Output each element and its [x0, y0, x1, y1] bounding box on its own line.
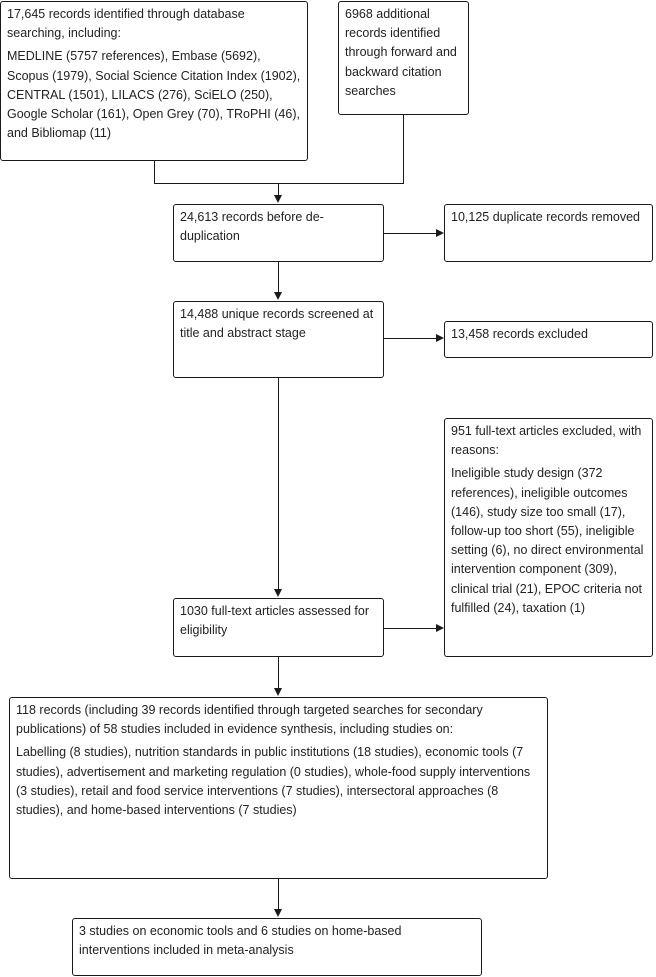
database-search-sources: MEDLINE (5757 references), Embase (5692)… [7, 49, 301, 141]
arrow-down-icon [274, 195, 282, 203]
connector-line [278, 261, 279, 293]
duplicates-removed-text: 10,125 duplicate records removed [451, 210, 641, 224]
fulltext-excluded-box: 951 full-text articles excluded, with re… [444, 418, 653, 657]
unique-records-screened-box: 14,488 unique records screened at title … [173, 301, 384, 378]
included-synthesis-categories: Labelling (8 studies), nutrition standar… [16, 745, 531, 818]
included-synthesis-box: 118 records (including 39 records identi… [9, 697, 548, 879]
connector-line [383, 338, 437, 339]
additional-records-box: 6968 additional records identified throu… [338, 1, 469, 115]
fulltext-excluded-reasons: Ineligible study design (372 references)… [451, 466, 644, 615]
meta-analysis-text: 3 studies on economic tools and 6 studie… [79, 924, 402, 958]
connector-line [278, 183, 279, 196]
fulltext-assessed-box: 1030 full-text articles assessed for eli… [173, 598, 384, 657]
arrow-down-icon [274, 909, 282, 917]
connector-line [278, 377, 279, 590]
connector-line [403, 114, 404, 184]
connector-line [278, 878, 279, 910]
database-search-box: 17,645 records identified through databa… [0, 1, 308, 161]
records-excluded-box: 13,458 records excluded [444, 321, 653, 358]
records-excluded-text: 13,458 records excluded [451, 327, 588, 341]
additional-records-text: 6968 additional records identified throu… [345, 7, 457, 98]
arrow-right-icon [436, 229, 444, 237]
arrow-right-icon [436, 334, 444, 342]
arrow-down-icon [274, 589, 282, 597]
duplicates-removed-box: 10,125 duplicate records removed [444, 204, 653, 262]
arrow-down-icon [274, 688, 282, 696]
records-before-dedup-text: 24,613 records before de-duplication [180, 210, 324, 244]
records-before-dedup-box: 24,613 records before de-duplication [173, 204, 384, 262]
connector-line [154, 183, 404, 184]
database-search-heading: 17,645 records identified through databa… [7, 7, 245, 41]
included-synthesis-heading: 118 records (including 39 records identi… [16, 703, 483, 737]
fulltext-assessed-text: 1030 full-text articles assessed for eli… [180, 604, 369, 638]
connector-line [278, 656, 279, 689]
connector-line [154, 160, 155, 184]
meta-analysis-box: 3 studies on economic tools and 6 studie… [72, 918, 482, 976]
arrow-right-icon [436, 624, 444, 632]
arrow-down-icon [274, 292, 282, 300]
fulltext-excluded-heading: 951 full-text articles excluded, with re… [451, 424, 642, 458]
unique-records-screened-text: 14,488 unique records screened at title … [180, 307, 374, 341]
connector-line [383, 233, 437, 234]
connector-line [383, 628, 437, 629]
